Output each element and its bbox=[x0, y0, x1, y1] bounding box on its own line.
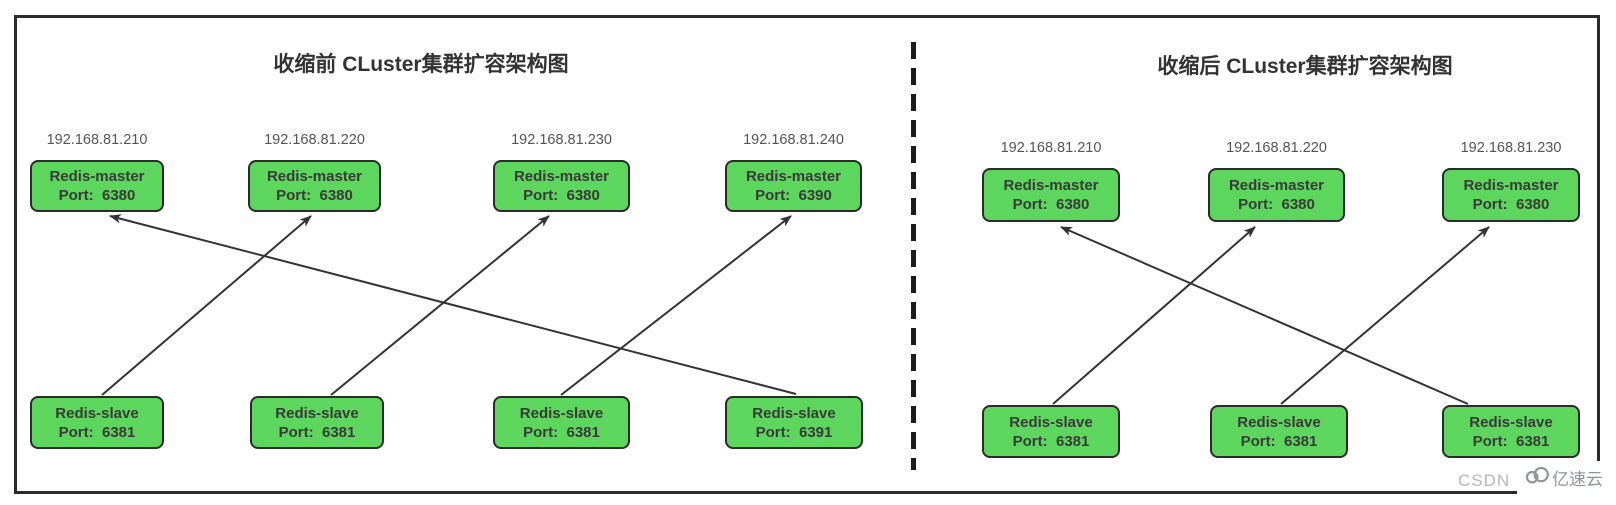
brand-watermark-label: 亿速云 bbox=[1552, 470, 1603, 489]
brand-watermark: 亿速云 bbox=[1524, 465, 1603, 490]
slave-port: Port: 6381 bbox=[1472, 432, 1550, 450]
slave-label: Redis-slave bbox=[275, 404, 359, 422]
master-label: Redis-master bbox=[513, 168, 610, 185]
left-panel-title: 收缩前 CLuster集群扩容架构图 bbox=[273, 53, 569, 76]
master-label: Redis-master bbox=[49, 168, 145, 185]
slave-port: Port: 6391 bbox=[755, 423, 833, 441]
master-label: Redis-master bbox=[1228, 177, 1325, 194]
ip-address-label: 192.168.81.220 bbox=[264, 132, 365, 148]
slave-label: Redis-slave bbox=[1469, 413, 1553, 431]
ip-address-label: 192.168.81.220 bbox=[1226, 140, 1327, 156]
master-label: Redis-master bbox=[1463, 177, 1559, 194]
slave-port: Port: 6381 bbox=[1240, 432, 1318, 450]
replication-arrow bbox=[1060, 226, 1469, 405]
csdn-watermark: CSDN bbox=[1458, 471, 1511, 490]
ip-address-label: 192.168.81.240 bbox=[743, 132, 844, 148]
replication-arrow bbox=[1052, 226, 1256, 405]
master-port: Port: 6380 bbox=[1472, 196, 1550, 213]
replication-arrow bbox=[330, 215, 550, 396]
slave-label: Redis-slave bbox=[55, 404, 139, 422]
yisuyun-cloud-icon bbox=[1524, 465, 1550, 490]
ip-address-label: 192.168.81.230 bbox=[511, 132, 612, 148]
replication-arrow bbox=[101, 215, 312, 396]
master-port: Port: 6390 bbox=[755, 187, 832, 204]
ip-address-label: 192.168.81.210 bbox=[46, 132, 148, 148]
right-panel-title: 收缩后 CLuster集群扩容架构图 bbox=[1157, 55, 1453, 78]
slave-port: Port: 6381 bbox=[278, 423, 356, 441]
master-port: Port: 6380 bbox=[1238, 196, 1315, 213]
slave-port: Port: 6381 bbox=[1012, 432, 1090, 450]
master-port: Port: 6380 bbox=[276, 187, 353, 204]
replication-arrow bbox=[109, 214, 797, 395]
ip-address-label: 192.168.81.210 bbox=[1000, 140, 1102, 156]
outer-frame bbox=[14, 15, 1600, 494]
slave-label: Redis-slave bbox=[1237, 413, 1321, 431]
slave-port: Port: 6381 bbox=[523, 423, 600, 441]
slave-label: Redis-slave bbox=[1009, 413, 1093, 431]
replication-arrow bbox=[560, 215, 792, 396]
ip-address-label: 192.168.81.230 bbox=[1460, 140, 1562, 156]
master-label: Redis-master bbox=[745, 168, 842, 185]
slave-label: Redis-slave bbox=[519, 404, 604, 422]
slave-label: Redis-slave bbox=[752, 404, 836, 422]
master-label: Redis-master bbox=[1003, 177, 1099, 194]
master-port: Port: 6380 bbox=[58, 187, 136, 204]
panel-divider-dashed-line bbox=[911, 42, 916, 470]
replication-arrow bbox=[1280, 226, 1490, 405]
slave-port: Port: 6381 bbox=[58, 423, 136, 441]
master-port: Port: 6380 bbox=[1012, 196, 1090, 213]
master-label: Redis-master bbox=[266, 168, 363, 185]
master-port: Port: 6380 bbox=[523, 187, 600, 204]
